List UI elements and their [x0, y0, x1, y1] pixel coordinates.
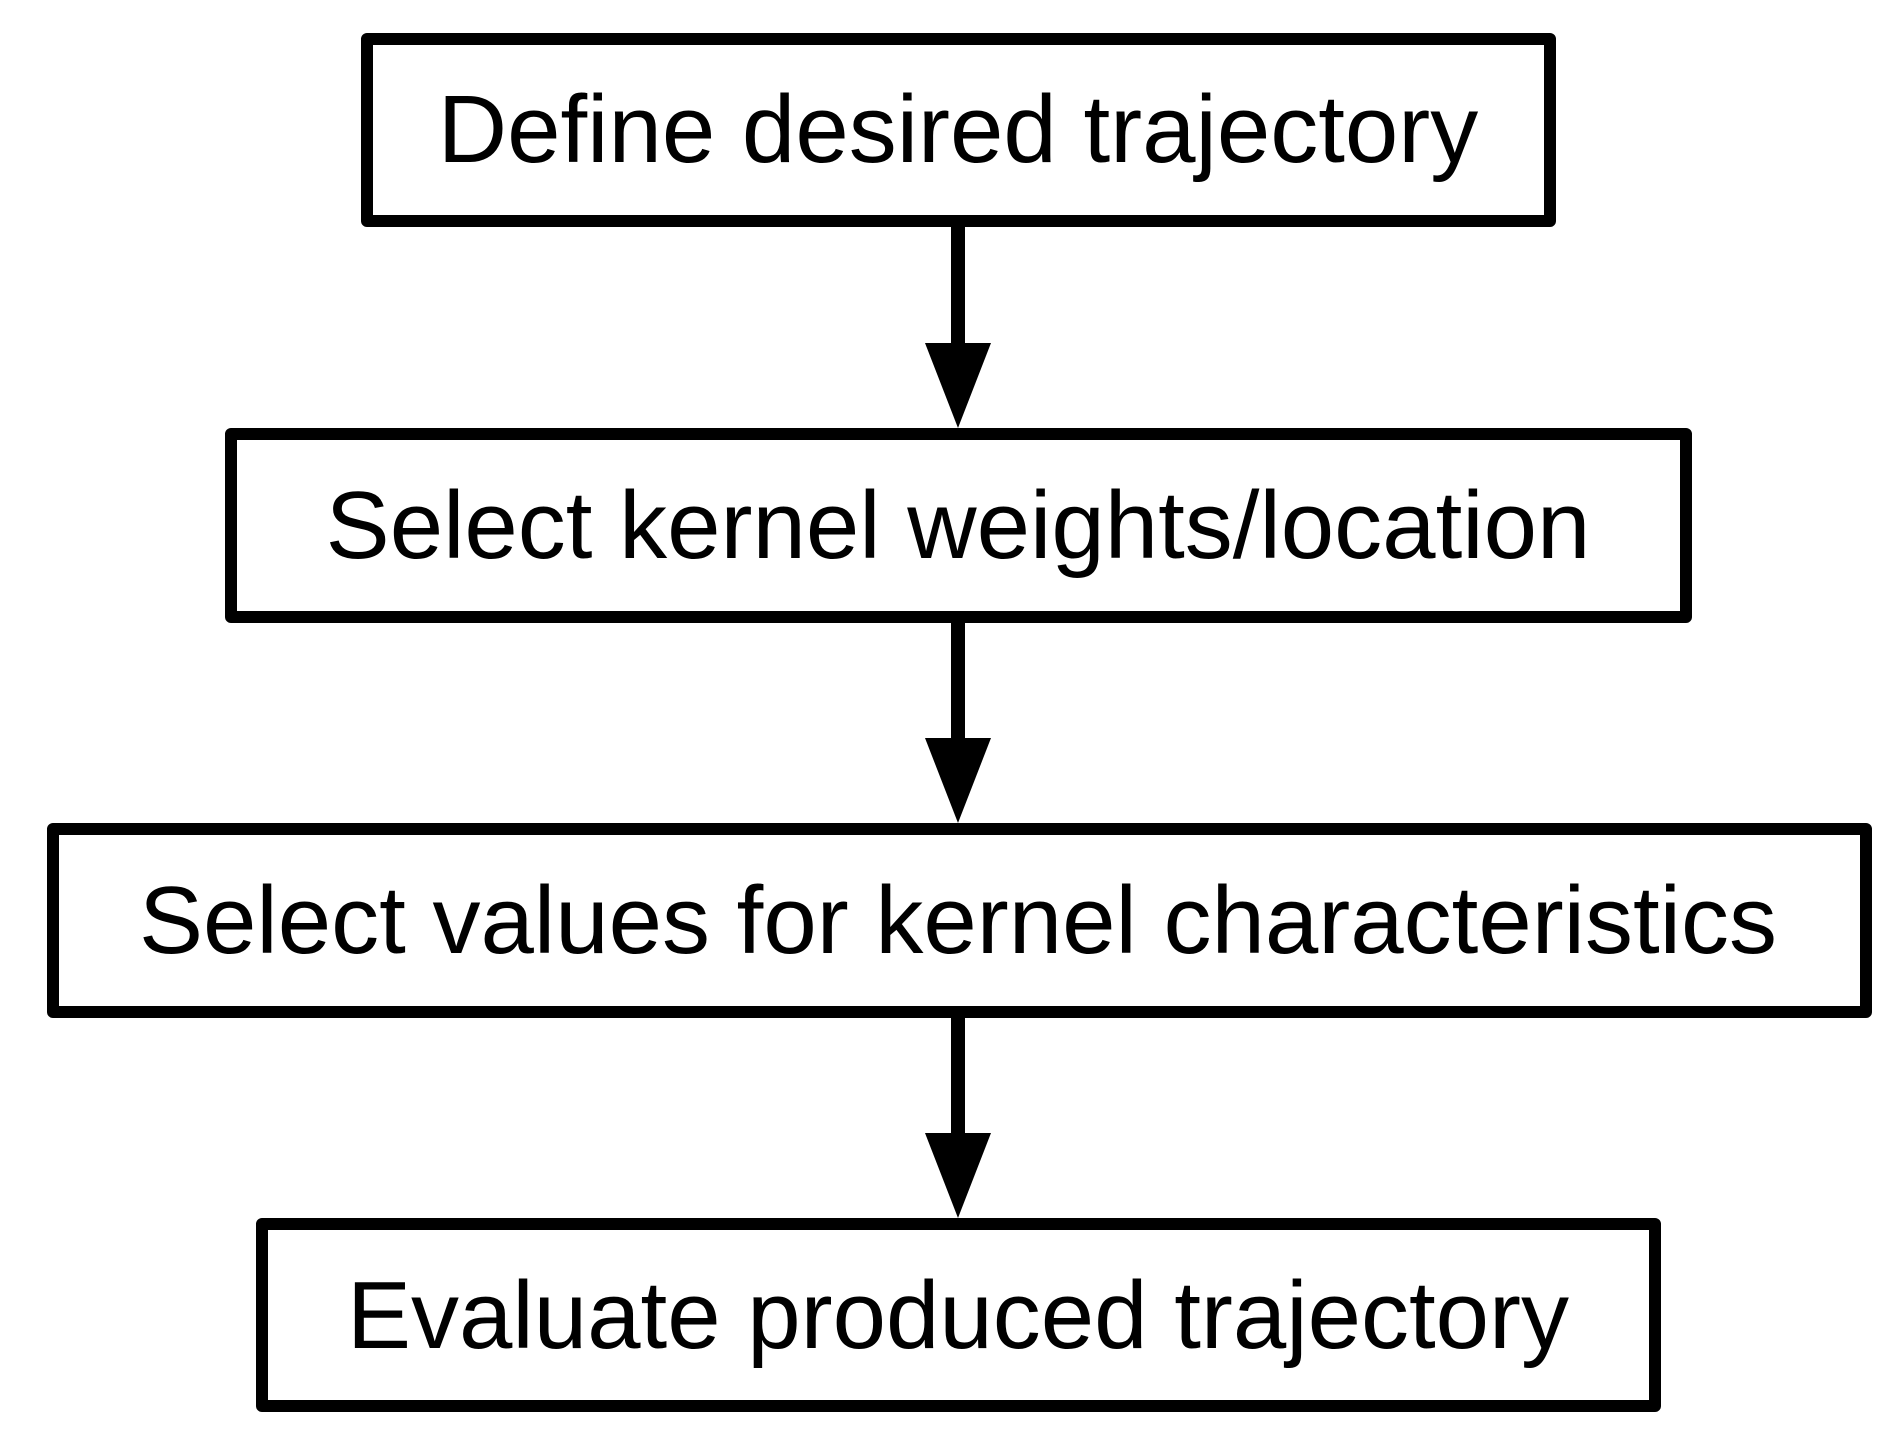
flowchart-step-define-trajectory: Define desired trajectory	[361, 33, 1556, 227]
flow-arrow-2	[925, 617, 991, 823]
arrow-head	[925, 343, 991, 428]
step-label: Select kernel weights/location	[326, 472, 1591, 579]
step-label: Select values for kernel characteristics	[139, 867, 1777, 974]
step-box	[361, 33, 1556, 227]
arrow-head	[925, 738, 991, 823]
step-box	[47, 823, 1872, 1018]
flow-arrow-1	[925, 221, 991, 428]
arrow-head	[925, 1133, 991, 1218]
step-label: Define desired trajectory	[438, 76, 1478, 183]
step-label: Evaluate produced trajectory	[347, 1262, 1569, 1369]
flowchart-step-select-kernel-weights: Select kernel weights/location	[225, 428, 1692, 623]
flowchart-step-select-kernel-characteristics: Select values for kernel characteristics	[47, 823, 1872, 1018]
flow-arrow-3	[925, 1012, 991, 1218]
flowchart-step-evaluate-trajectory: Evaluate produced trajectory	[256, 1218, 1661, 1412]
step-box	[225, 428, 1692, 623]
step-box	[256, 1218, 1661, 1412]
